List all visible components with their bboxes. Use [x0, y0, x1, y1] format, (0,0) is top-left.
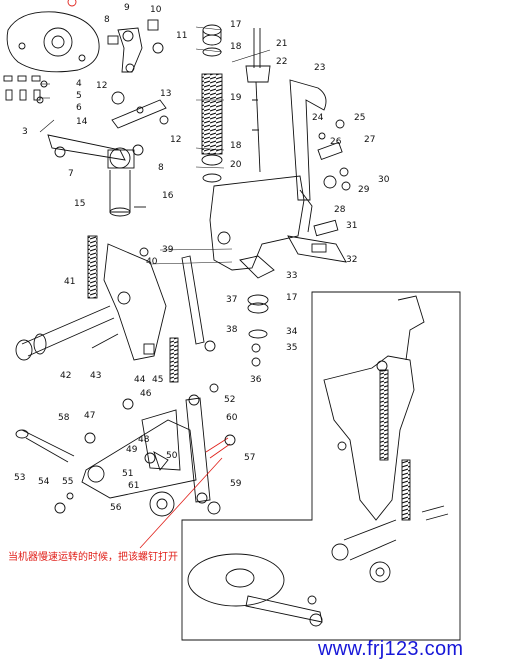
part-number-35: 35 [286, 343, 297, 353]
part-number-3: 3 [22, 127, 28, 137]
part-number-4: 4 [76, 79, 82, 89]
part-number-52: 52 [224, 395, 235, 405]
lifter-lever [289, 79, 327, 201]
main-spring [201, 73, 223, 155]
part-number-45: 45 [152, 375, 163, 385]
link-60 [185, 397, 211, 503]
part-number-27: 27 [364, 135, 375, 145]
part-number-11: 11 [176, 31, 187, 41]
part-number-7: 7 [68, 169, 74, 179]
part-number-57: 57 [244, 453, 255, 463]
part-number-14: 14 [76, 117, 88, 127]
part-number-5: 5 [76, 91, 82, 101]
part-number-40: 40 [146, 257, 158, 267]
part-number-13: 13 [160, 89, 171, 99]
lever-61 [81, 419, 197, 499]
lift-shaft [21, 305, 115, 357]
small-spring [169, 337, 179, 383]
part-number-8a: 8 [104, 15, 110, 25]
part-number-32: 32 [346, 255, 357, 265]
part-number-61: 61 [128, 481, 139, 491]
part-number-49: 49 [126, 445, 138, 455]
part-number-18a: 18 [230, 42, 242, 52]
lever-arm [47, 134, 126, 161]
pressure-rod [253, 28, 261, 68]
part-number-59: 59 [230, 479, 242, 489]
leader-lines [39, 26, 271, 265]
part-number-46: 46 [140, 389, 152, 399]
part-number-17b: 17 [286, 293, 297, 303]
link-13 [111, 99, 167, 129]
part-number-24: 24 [312, 113, 324, 123]
part-number-44: 44 [134, 375, 146, 385]
part-number-30: 30 [378, 175, 390, 185]
part-number-37: 37 [226, 295, 237, 305]
part-number-10: 10 [150, 5, 162, 15]
lift-bracket [103, 243, 167, 361]
link-plate-37 [181, 255, 205, 345]
part-number-42: 42 [60, 371, 71, 381]
part-number-56: 56 [110, 503, 122, 513]
part-number-51: 51 [122, 469, 133, 479]
part-number-22: 22 [276, 57, 287, 67]
pin-53 [21, 429, 75, 463]
part-number-34: 34 [286, 327, 298, 337]
part-number-15: 15 [74, 199, 85, 209]
part-number-39: 39 [162, 245, 174, 255]
screw-57 [205, 437, 231, 459]
part-drawings [3, 0, 461, 641]
part-number-17a: 17 [230, 20, 241, 30]
part-number-23: 23 [314, 63, 325, 73]
part-number-9: 9 [124, 3, 130, 13]
part-number-19: 19 [230, 93, 242, 103]
part-number-12b: 12 [170, 135, 181, 145]
part-number-50: 50 [166, 451, 178, 461]
part-number-8b: 8 [158, 163, 164, 173]
part-number-41: 41 [64, 277, 75, 287]
note-pointer [139, 457, 223, 549]
part-number-38: 38 [226, 325, 238, 335]
part-number-36: 36 [250, 375, 262, 385]
inset-frame [181, 291, 461, 641]
part-number-29: 29 [358, 185, 370, 195]
part-number-18b: 18 [230, 141, 242, 151]
cam-plate [6, 11, 100, 73]
part-number-25: 25 [354, 113, 365, 123]
part-number-53: 53 [14, 473, 25, 483]
part-number-26: 26 [330, 137, 342, 147]
red-annotation-note: 当机器慢速运转的时候，把该螺钉打开 [8, 552, 178, 563]
part-number-33: 33 [286, 271, 297, 281]
site-watermark: www.frj123.com [318, 638, 464, 660]
bracket-9 [117, 27, 143, 73]
part-number-20: 20 [230, 160, 242, 170]
cam-hub [43, 27, 73, 57]
part-number-16: 16 [162, 191, 174, 201]
part-number-28: 28 [334, 205, 346, 215]
part-number-60: 60 [226, 413, 238, 423]
part-number-12a: 12 [96, 81, 107, 91]
side-spring [87, 235, 98, 299]
screw-set-left [3, 75, 48, 104]
part-number-54: 54 [38, 477, 50, 487]
part-number-58: 58 [58, 413, 70, 423]
part-number-47: 47 [84, 411, 95, 421]
part-number-21: 21 [276, 39, 287, 49]
part-number-48: 48 [138, 435, 150, 445]
part-number-55: 55 [62, 477, 73, 487]
inset-cam-plate [187, 553, 285, 607]
part-number-31: 31 [346, 221, 357, 231]
part-number-6: 6 [76, 103, 82, 113]
inset-assembly [323, 355, 415, 521]
part-number-43: 43 [90, 371, 101, 381]
